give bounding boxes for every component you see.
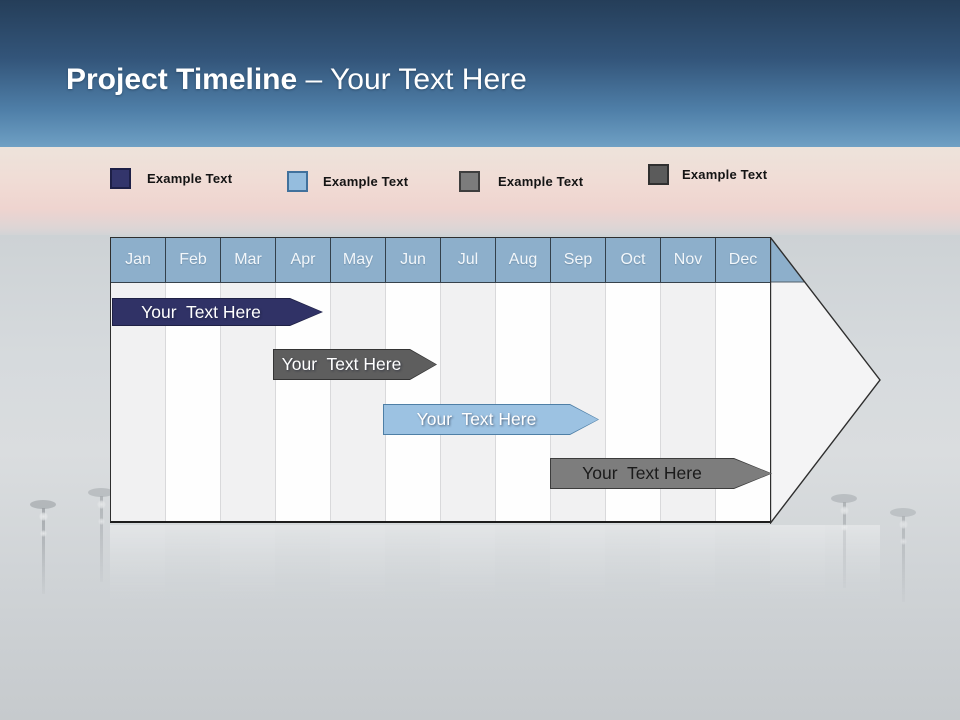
month-header-aug: Aug — [496, 238, 551, 282]
slide-title: Project Timeline – Your Text Here — [66, 60, 527, 100]
timeline-bar-fill — [384, 405, 598, 434]
legend-item-2: Example Text — [287, 171, 408, 192]
sunset-horizon-band — [0, 147, 960, 235]
month-header-jun: Jun — [386, 238, 441, 282]
timeline-bar-fill — [113, 299, 322, 325]
month-header-may: May — [331, 238, 386, 282]
slide-title-regular: – Your Text Here — [297, 63, 527, 96]
legend-label-1: Example Text — [147, 171, 233, 186]
timeline-bar-fill — [551, 459, 771, 488]
timeline-bar-label: Your Text Here — [416, 409, 537, 429]
month-column-jun — [386, 283, 441, 521]
timeline-bar-2: Your Text Here — [273, 349, 437, 380]
legend-swatch-gray — [459, 171, 480, 192]
month-header-nov: Nov — [661, 238, 716, 282]
timeline-bar-label: Your Text Here — [141, 301, 261, 322]
month-column-may — [331, 283, 386, 521]
month-header-dec: Dec — [716, 238, 770, 282]
sky-band — [0, 0, 960, 147]
timeline-bar-label: Your Text Here — [582, 463, 702, 483]
month-header-apr: Apr — [276, 238, 331, 282]
legend-swatch-darkgray — [648, 164, 669, 185]
legend-swatch-navy — [110, 168, 131, 189]
month-column-aug — [496, 283, 551, 521]
legend-label-3: Example Text — [498, 174, 584, 189]
legend-item-3: Example Text — [459, 171, 583, 192]
timeline-bar-label: Your Text Here — [281, 354, 402, 374]
legend-item-1: Example Text — [110, 168, 232, 189]
month-column-jul — [441, 283, 496, 521]
month-header-oct: Oct — [606, 238, 661, 282]
month-header-jan: Jan — [111, 238, 166, 282]
timeline-bar-4: Your Text Here — [550, 458, 772, 489]
month-header-sep: Sep — [551, 238, 606, 282]
timeline-bar-1: Your Text Here — [112, 298, 323, 326]
month-header-feb: Feb — [166, 238, 221, 282]
month-header-jul: Jul — [441, 238, 496, 282]
timeline-bar-fill — [274, 350, 436, 379]
timeline-arrow-tip — [770, 237, 881, 524]
legend-label-2: Example Text — [323, 174, 409, 189]
legend-label-4: Example Text — [682, 167, 768, 182]
slide-title-bold: Project Timeline — [66, 63, 298, 96]
chart-reflection — [110, 525, 880, 610]
legend-item-4: Example Text — [648, 164, 767, 185]
timeline-bar-3: Your Text Here — [383, 404, 599, 435]
month-header-mar: Mar — [221, 238, 276, 282]
legend-swatch-lightblue — [287, 171, 308, 192]
